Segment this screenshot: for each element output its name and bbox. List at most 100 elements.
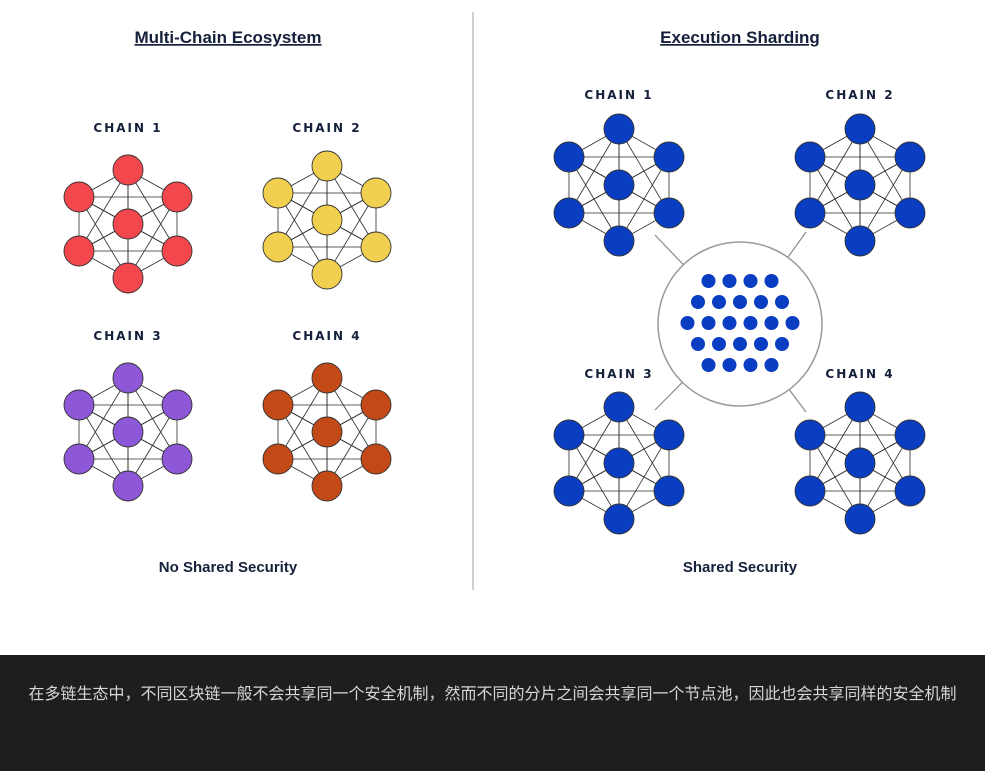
right-chain-4-network [794,391,926,535]
network-node [311,362,343,394]
left-chain-3-label: CHAIN 3 [93,329,162,343]
network-node [112,262,144,294]
network-node [161,443,193,475]
network-node [63,235,95,267]
pool-node [743,274,758,288]
network-node [844,447,876,479]
network-node [63,389,95,421]
pool-node [764,316,779,330]
network-node [603,113,635,145]
network-node [360,177,392,209]
network-node [161,181,193,213]
pool-node [764,358,779,372]
right-chain-2-label: CHAIN 2 [825,88,894,102]
network-node [311,258,343,290]
network-node [112,154,144,186]
network-node [603,503,635,535]
pool-node [754,295,768,309]
right-chain-3-label: CHAIN 3 [584,367,653,381]
network-node [553,141,585,173]
right-chain-1-label: CHAIN 1 [584,88,653,102]
network-node [894,197,926,229]
network-node [553,197,585,229]
left-chain-4-network [262,362,392,502]
right-chain-1-network [553,113,685,257]
network-node [794,419,826,451]
network-node [112,208,144,240]
network-node [894,141,926,173]
network-node [63,181,95,213]
chain-networks [63,113,926,535]
pool-node [754,337,768,351]
network-node [112,362,144,394]
pool-node [722,358,737,372]
network-node [311,416,343,448]
network-node [794,197,826,229]
network-node [603,391,635,423]
network-node [603,225,635,257]
network-node [360,389,392,421]
network-node [262,231,294,263]
network-node [161,389,193,421]
network-node [653,419,685,451]
network-node [112,416,144,448]
network-node [653,475,685,507]
network-node [894,419,926,451]
network-node [311,470,343,502]
shared-node-pool [657,241,823,407]
right-panel-footer: Shared Security [683,559,798,576]
network-node [553,419,585,451]
pool-node [733,337,747,351]
right-chain-2-network [794,113,926,257]
network-node [63,443,95,475]
pool-node [722,274,737,288]
network-node [603,169,635,201]
left-chain-1-label: CHAIN 1 [93,121,162,135]
network-node [844,503,876,535]
network-node [603,447,635,479]
right-chain-3-network [553,391,685,535]
pool-node [691,295,705,309]
pool-node [785,316,800,330]
pool-node [701,274,716,288]
network-node [894,475,926,507]
network-node [844,169,876,201]
pool-node [701,316,716,330]
network-node [653,141,685,173]
left-chain-1-network [63,154,193,294]
pool-node [691,337,705,351]
pool-node [775,337,789,351]
pool-node [743,316,758,330]
network-node [553,475,585,507]
network-node [262,389,294,421]
pool-node [712,337,726,351]
left-chain-2-label: CHAIN 2 [292,121,361,135]
pool-node [722,316,737,330]
pool-node [743,358,758,372]
pool-node [712,295,726,309]
network-node [794,475,826,507]
ecosystem-comparison-diagram: Multi-Chain Ecosystem Execution Sharding… [63,12,926,590]
left-panel-title: Multi-Chain Ecosystem [134,28,321,47]
network-node [794,141,826,173]
network-node [112,470,144,502]
network-node [311,150,343,182]
pool-node [701,358,716,372]
pool-node [680,316,695,330]
caption-text: 在多链生态中，不同区块链一般不会共享同一个安全机制，然而不同的分片之间会共享同一… [0,655,985,771]
left-panel-footer: No Shared Security [159,559,298,576]
left-chain-4-label: CHAIN 4 [292,329,361,343]
pool-node [764,274,779,288]
node-pool-dots [680,274,800,372]
network-node [360,443,392,475]
right-chain-4-label: CHAIN 4 [825,367,894,381]
network-node [262,443,294,475]
pool-node [775,295,789,309]
network-node [262,177,294,209]
network-node [653,197,685,229]
network-node [844,113,876,145]
network-node [844,225,876,257]
network-node [360,231,392,263]
network-node [311,204,343,236]
pool-node [733,295,747,309]
